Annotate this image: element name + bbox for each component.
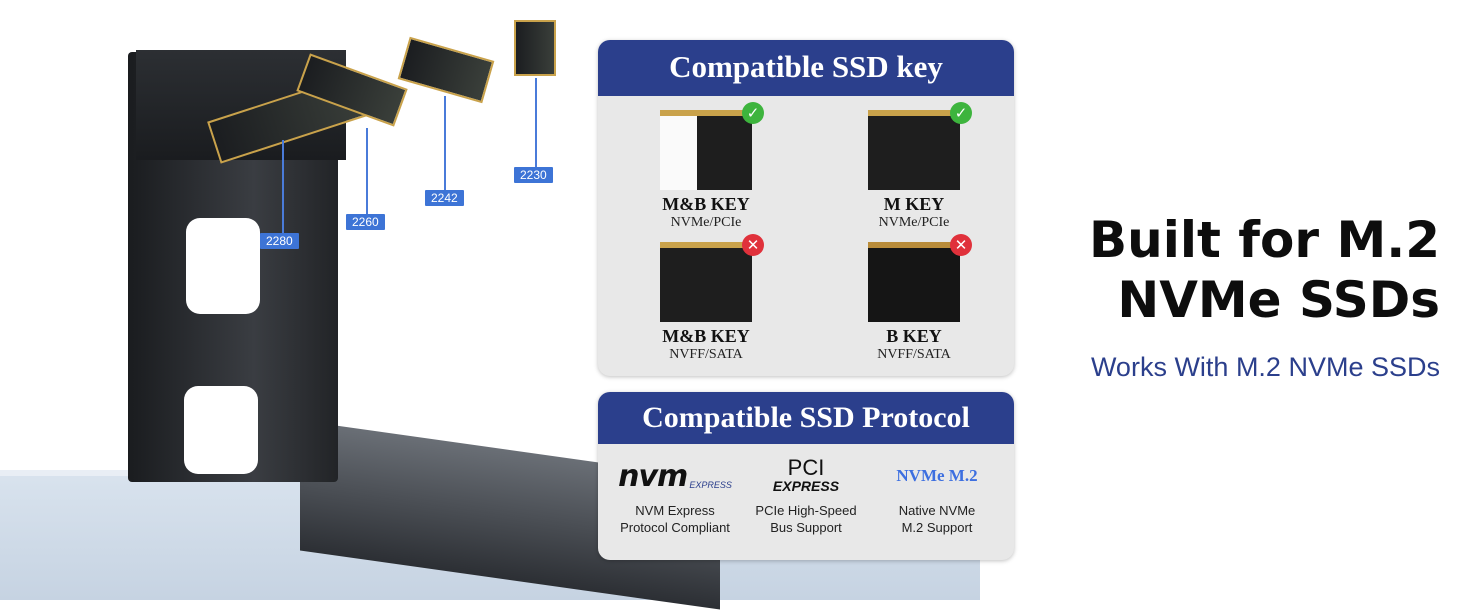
key-name: M KEY xyxy=(883,194,945,214)
cross-icon: ✕ xyxy=(742,234,764,256)
check-icon: ✓ xyxy=(950,102,972,124)
protocol-line1: Native NVMe xyxy=(898,503,976,518)
ssd-key-card: Compatible SSD key ✓ M&B KEY NVMe/PCIe ✓… xyxy=(598,40,1014,376)
size-tag-2260: 2260 xyxy=(346,214,385,230)
product-illustration: 2280 2260 2242 2230 xyxy=(0,0,980,610)
nvme-m2-logo: NVMe M.2 xyxy=(872,454,1002,498)
protocol-desc: NVM Express Protocol Compliant xyxy=(610,502,740,536)
protocol-line2: Bus Support xyxy=(770,520,842,535)
key-item: ✓ M KEY NVMe/PCIe xyxy=(814,102,1014,231)
key-name: M&B KEY xyxy=(662,326,750,346)
key-item: ✕ B KEY NVFF/SATA xyxy=(814,234,1014,363)
leader-line xyxy=(444,96,446,192)
ssd-protocol-card-title: Compatible SSD Protocol xyxy=(598,392,1014,444)
protocol-desc: Native NVMe M.2 Support xyxy=(872,502,1002,536)
protocol-line2: M.2 Support xyxy=(901,520,973,535)
subheadline: Works With M.2 NVMe SSDs xyxy=(1090,352,1440,382)
pci-logo-sub: EXPRESS xyxy=(772,478,840,494)
protocol-desc: PCIe High-Speed Bus Support xyxy=(741,502,871,536)
protocol-line1: NVM Express xyxy=(635,503,715,518)
key-name: M&B KEY xyxy=(662,194,750,214)
protocol-item: PCI EXPRESS PCIe High-Speed Bus Support xyxy=(741,454,871,536)
key-protocol: NVMe/PCIe xyxy=(670,215,742,230)
size-tag-2242: 2242 xyxy=(425,190,464,206)
pci-express-logo: PCI EXPRESS xyxy=(741,454,871,498)
check-icon: ✓ xyxy=(742,102,764,124)
ssd-chip-image: ✕ xyxy=(660,234,764,322)
ssd-2230 xyxy=(514,20,556,76)
nvm-express-logo: nvm EXPRESS xyxy=(610,454,740,498)
protocol-item: NVMe M.2 Native NVMe M.2 Support xyxy=(872,454,1002,536)
ssd-protocol-card: Compatible SSD Protocol nvm EXPRESS NVM … xyxy=(598,392,1014,560)
headline-line1: Built for M.2 xyxy=(1088,211,1440,269)
ssd-chip-image: ✓ xyxy=(660,102,764,190)
ssd-chip-image: ✕ xyxy=(868,234,972,322)
leader-line xyxy=(535,78,537,168)
nvm-logo-sub: EXPRESS xyxy=(689,480,732,490)
ssd-key-card-title: Compatible SSD key xyxy=(598,40,1014,96)
key-protocol: NVFF/SATA xyxy=(669,347,743,362)
headline: Built for M.2 NVMe SSDs xyxy=(1089,210,1440,330)
size-tag-2230: 2230 xyxy=(514,167,553,183)
nvm-logo-text: nvm xyxy=(618,458,688,494)
size-tag-2280: 2280 xyxy=(260,233,299,249)
enclosure-window xyxy=(184,386,258,474)
ssd-2242 xyxy=(397,36,495,104)
key-item: ✕ M&B KEY NVFF/SATA xyxy=(606,234,806,363)
cross-icon: ✕ xyxy=(950,234,972,256)
headline-line2: NVMe SSDs xyxy=(1117,271,1440,329)
enclosure-window xyxy=(186,218,260,314)
protocol-line2: Protocol Compliant xyxy=(620,520,730,535)
nvme-logo-text: NVMe M.2 xyxy=(896,466,978,485)
protocol-item: nvm EXPRESS NVM Express Protocol Complia… xyxy=(610,454,740,536)
leader-line xyxy=(366,128,368,216)
key-name: B KEY xyxy=(886,326,942,346)
key-protocol: NVMe/PCIe xyxy=(878,215,950,230)
key-protocol: NVFF/SATA xyxy=(877,347,951,362)
key-item: ✓ M&B KEY NVMe/PCIe xyxy=(606,102,806,231)
protocol-line1: PCIe High-Speed xyxy=(755,503,857,518)
ssd-chip-image: ✓ xyxy=(868,102,972,190)
leader-line xyxy=(282,140,284,236)
pci-logo-text: PCI xyxy=(787,455,825,480)
